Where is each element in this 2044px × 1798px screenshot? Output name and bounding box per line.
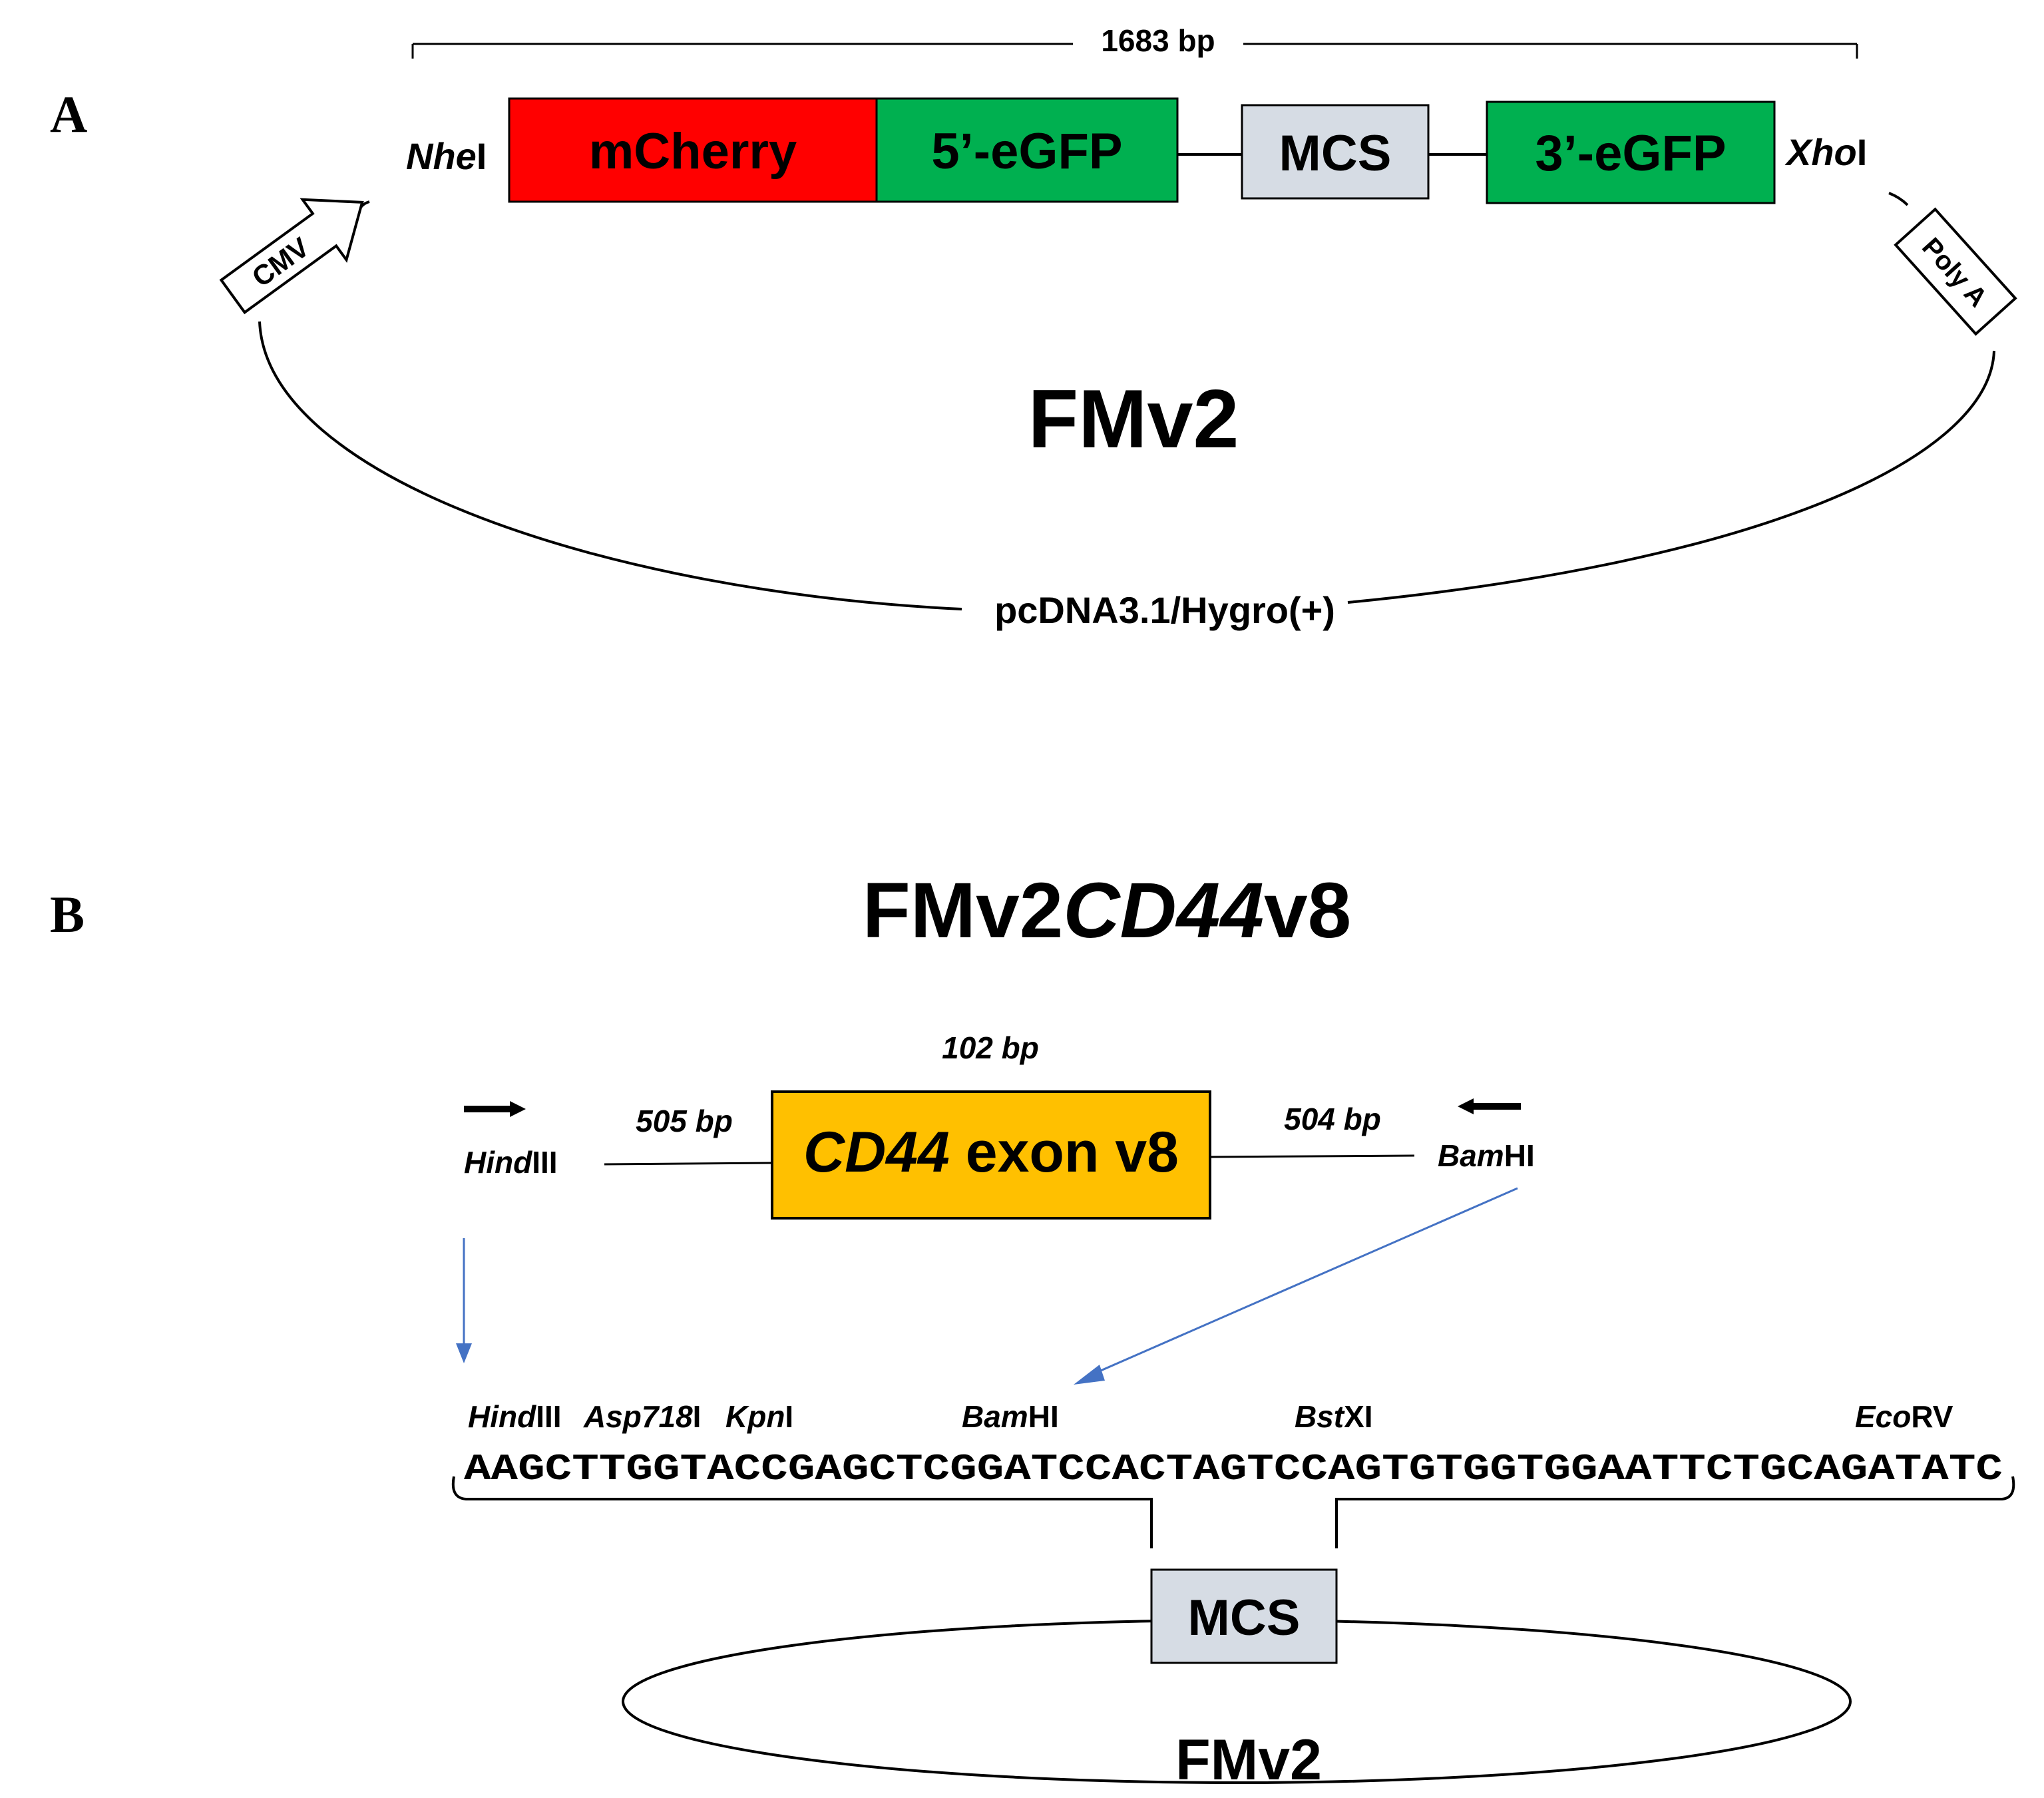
site-hindiii-primer: HindIII bbox=[464, 1145, 558, 1180]
block-mcherry-label: mCherry bbox=[589, 123, 797, 180]
arrow-bamhi-to-mcs bbox=[1074, 1187, 1518, 1385]
reverse-primer-arrow bbox=[1458, 1098, 1521, 1114]
panel-b-letter: B bbox=[50, 885, 85, 943]
plasmid-arc-right bbox=[1347, 350, 1995, 604]
block-mcs-a-label: MCS bbox=[1279, 125, 1392, 182]
mcs-site-bstxi: BstXI bbox=[1295, 1399, 1373, 1434]
plasmid-name-a: FMv2 bbox=[1028, 373, 1239, 465]
mcs-site-ecorv: EcoRV bbox=[1855, 1399, 1953, 1434]
cd44-exon-label: CD44 exon v8 bbox=[803, 1120, 1179, 1184]
forward-primer-arrow bbox=[464, 1101, 526, 1117]
polya-box: Poly A bbox=[1894, 207, 2017, 336]
left-flank-line bbox=[604, 1162, 773, 1166]
insert-size-label: 102 bp bbox=[942, 1030, 1039, 1065]
plasmid-arc-left bbox=[258, 321, 962, 610]
block-mcs-a bbox=[1241, 104, 1430, 200]
site-xhoi: XhoI bbox=[1784, 131, 1867, 173]
block-3-egfp-label: 3’-eGFP bbox=[1535, 125, 1726, 182]
block-5-egfp-label: 5’-eGFP bbox=[931, 123, 1122, 180]
left-flank-label: 505 bp bbox=[636, 1104, 733, 1138]
sequence-brace bbox=[451, 1476, 2015, 1548]
backbone-label: pcDNA3.1/Hygro(+) bbox=[994, 589, 1335, 631]
right-flank-label: 504 bp bbox=[1284, 1102, 1381, 1136]
panel-a-letter: A bbox=[50, 85, 87, 143]
block-3-egfp bbox=[1486, 101, 1776, 204]
plasmid-name-b: FMv2 bbox=[1175, 1728, 1322, 1792]
size-bracket-a bbox=[411, 43, 1858, 59]
size-label-1683: 1683 bp bbox=[1101, 23, 1215, 58]
plasmid-arc-top-right bbox=[1888, 192, 1909, 206]
mcs-site-bamhi: BamHI bbox=[962, 1399, 1059, 1434]
right-flank-line bbox=[1209, 1154, 1415, 1158]
mcs-site-asp718i: Asp718I bbox=[583, 1399, 701, 1434]
site-nhei: NheI bbox=[406, 135, 487, 177]
block-5-egfp bbox=[875, 97, 1179, 203]
site-bamhi-primer: BamHI bbox=[1438, 1138, 1535, 1173]
mcs-site-hindiii: HindIII bbox=[468, 1399, 562, 1434]
cmv-promoter-arrow: CMV bbox=[219, 198, 364, 315]
mcs-sequence: AAGCTTGGTACCGAGCTCGGATCCACTAGTCCAGTGTGGT… bbox=[464, 1448, 2003, 1490]
construct-title: FMv2CD44v8 bbox=[863, 867, 1352, 955]
arrow-hindiii-to-mcs bbox=[456, 1238, 472, 1363]
mcs-site-kpni: KpnI bbox=[725, 1399, 793, 1434]
cd44-exon-box bbox=[771, 1090, 1211, 1220]
block-mcs-b bbox=[1150, 1568, 1338, 1664]
block-mcs-b-label: MCS bbox=[1188, 1590, 1301, 1646]
block-mcherry bbox=[508, 97, 878, 203]
